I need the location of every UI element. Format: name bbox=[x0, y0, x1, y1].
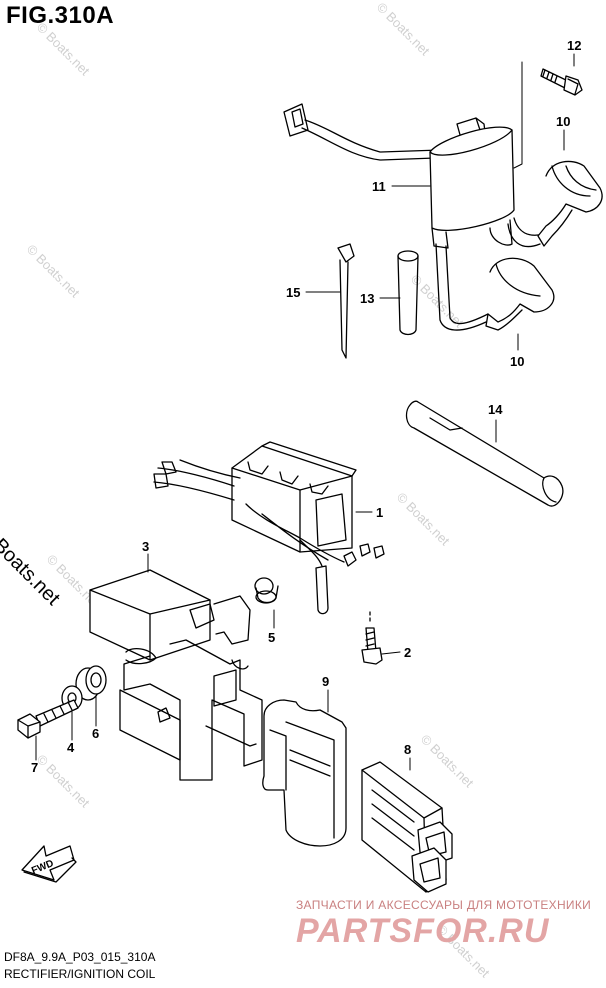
watermark-text: © Boats.net bbox=[394, 490, 453, 549]
plug-cap-10-upper-drawing bbox=[537, 160, 603, 247]
figure-title: FIG.310A bbox=[6, 2, 115, 29]
callout-15: 15 bbox=[286, 285, 300, 300]
figure-code: DF8A_9.9A_P03_015_310A bbox=[4, 950, 156, 964]
leader-lines bbox=[35, 53, 575, 771]
callout-14: 14 bbox=[488, 402, 503, 417]
collar-6-drawing bbox=[75, 665, 107, 701]
callout-1: 1 bbox=[376, 505, 383, 520]
bolt-2-drawing bbox=[361, 611, 383, 665]
callout-5: 5 bbox=[268, 630, 275, 645]
connector-box-8-drawing bbox=[361, 761, 453, 893]
callout-8: 8 bbox=[404, 742, 411, 757]
callout-4: 4 bbox=[67, 740, 75, 755]
callout-11: 11 bbox=[372, 179, 386, 194]
figure-caption: RECTIFIER/IGNITION COIL bbox=[4, 967, 156, 981]
watermark-text: © Boats.net bbox=[34, 752, 93, 811]
site-watermark-tagline: ЗАПЧАСТИ И АКСЕССУАРЫ ДЛЯ МОТОТЕХНИКИ bbox=[296, 898, 592, 912]
bracket-3-drawing bbox=[89, 569, 263, 781]
rectifier-1-drawing bbox=[153, 441, 385, 615]
callout-numbers: 12 10 11 15 13 10 14 1 3 5 2 9 8 4 6 7 bbox=[31, 38, 581, 775]
ignition-coil-11-drawing bbox=[283, 103, 545, 331]
bolt-7-drawing bbox=[17, 699, 79, 739]
site-watermark-brand: PARTSFOR.RU bbox=[296, 912, 550, 950]
cable-tie-15-drawing bbox=[337, 243, 355, 359]
fwd-arrow-icon bbox=[21, 845, 77, 883]
callout-12: 12 bbox=[567, 38, 581, 53]
plug-cap-10-lower-drawing bbox=[485, 257, 555, 331]
watermark-text: © Boats.net bbox=[418, 732, 477, 791]
sleeve-14-drawing bbox=[405, 400, 564, 507]
callout-13: 13 bbox=[360, 291, 374, 306]
grommet-5-drawing bbox=[254, 577, 279, 604]
callout-10-lower: 10 bbox=[510, 354, 524, 369]
callout-10-upper: 10 bbox=[556, 114, 570, 129]
callout-6: 6 bbox=[92, 726, 99, 741]
callout-9: 9 bbox=[322, 674, 329, 689]
tube-13-drawing bbox=[397, 250, 419, 336]
callout-7: 7 bbox=[31, 760, 38, 775]
watermark-text: © Boats.net bbox=[24, 242, 83, 301]
bolt-12-drawing bbox=[540, 68, 583, 96]
callout-3: 3 bbox=[142, 539, 149, 554]
callout-2: 2 bbox=[404, 645, 411, 660]
watermark-text: © Boats.net bbox=[374, 0, 433, 59]
cover-9-drawing bbox=[262, 699, 347, 847]
